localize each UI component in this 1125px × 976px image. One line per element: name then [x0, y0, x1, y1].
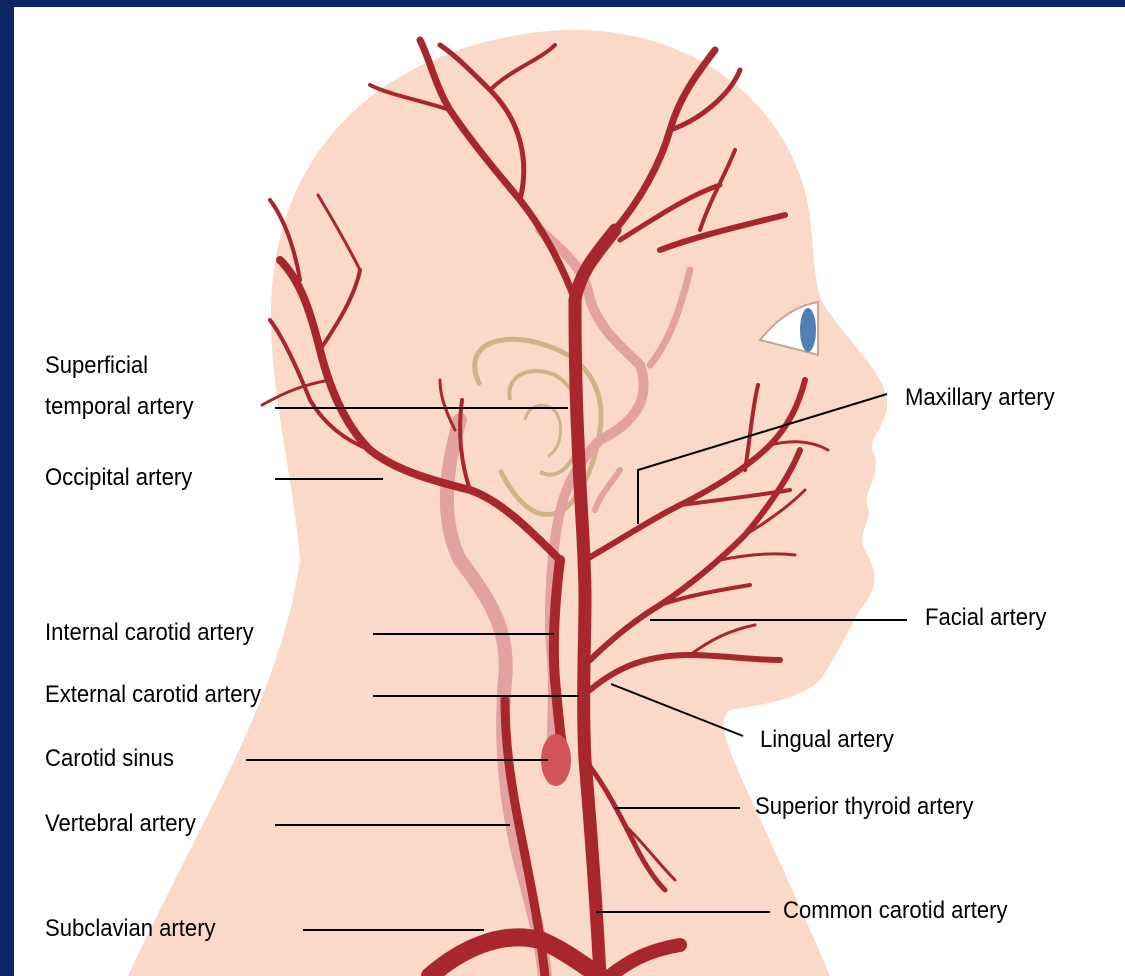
- label-common-carotid-artery: Common carotid artery: [783, 897, 1008, 925]
- label-occipital-artery: Occipital artery: [45, 464, 192, 492]
- label-subclavian-artery: Subclavian artery: [45, 915, 216, 943]
- frame-top-border: [0, 0, 1125, 7]
- label-maxillary-artery: Maxillary artery: [905, 384, 1055, 412]
- label-external-carotid-artery: External carotid artery: [45, 681, 261, 709]
- label-carotid-sinus: Carotid sinus: [45, 745, 174, 773]
- frame-left-border: [0, 0, 14, 976]
- label-lingual-artery: Lingual artery: [760, 726, 894, 754]
- label-internal-carotid-artery: Internal carotid artery: [45, 619, 254, 647]
- label-superior-thyroid-artery: Superior thyroid artery: [755, 793, 973, 821]
- label-superficial-temporal-line1: Superficial: [45, 352, 148, 380]
- label-superficial-temporal-line2: temporal artery: [45, 393, 193, 421]
- label-facial-artery: Facial artery: [925, 604, 1046, 632]
- label-vertebral-artery: Vertebral artery: [45, 810, 196, 838]
